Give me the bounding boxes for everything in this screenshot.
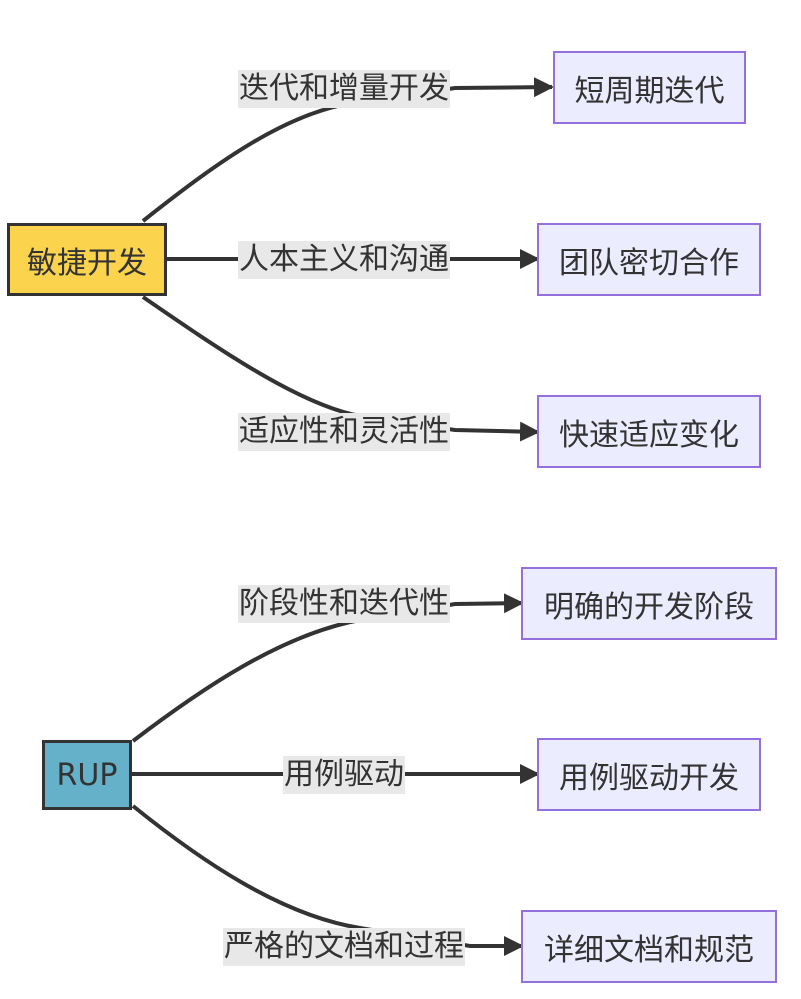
- agile-leaf-3-label: 快速适应变化: [559, 417, 739, 453]
- rup-edge-label-1: 阶段性和迭代性: [238, 585, 450, 623]
- rup-leaf-2: 用例驱动开发: [537, 738, 761, 811]
- rup-node-label: RUP: [56, 757, 118, 793]
- rup-leaf-1-label: 明确的开发阶段: [544, 589, 754, 625]
- agile-edge-label-1: 迭代和增量开发: [238, 70, 450, 108]
- rup-node: RUP: [42, 740, 132, 810]
- rup-edge-label-2: 用例驱动: [283, 756, 405, 794]
- rup-leaf-3-label: 详细文档和规范: [544, 932, 754, 968]
- rup-leaf-3: 详细文档和规范: [521, 910, 777, 983]
- agile-edge-label-3: 适应性和灵活性: [238, 413, 450, 451]
- agile-leaf-1-label: 短周期迭代: [574, 73, 725, 109]
- edge-rup-3: [131, 804, 524, 956]
- agile-leaf-1: 短周期迭代: [553, 51, 746, 124]
- agile-leaf-3: 快速适应变化: [537, 395, 761, 468]
- agile-leaf-2: 团队密切合作: [537, 223, 761, 296]
- rup-leaf-2-label: 用例驱动开发: [559, 760, 739, 796]
- edge-rup-1: [131, 593, 524, 743]
- agile-node: 敏捷开发: [7, 223, 167, 296]
- agile-node-label: 敏捷开发: [27, 245, 147, 281]
- agile-edge-label-2: 人本主义和沟通: [238, 241, 450, 279]
- edge-agile-3: [141, 295, 540, 442]
- rup-leaf-1: 明确的开发阶段: [521, 567, 777, 640]
- agile-leaf-2-label: 团队密切合作: [559, 245, 739, 281]
- rup-edge-label-3: 严格的文档和过程: [223, 928, 465, 966]
